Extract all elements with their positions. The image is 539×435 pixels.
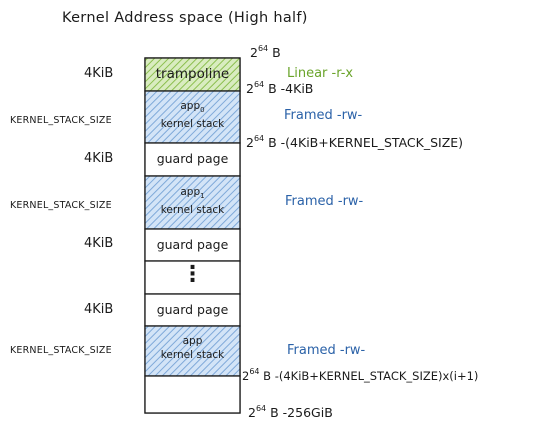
perm-stack2: Framed -rw- — [287, 343, 366, 358]
stack1-label-bottom: kernel stack — [160, 204, 225, 217]
trampoline-label: trampoline — [155, 66, 230, 82]
addr-bottom-base: 2 — [248, 405, 256, 420]
guard2-label: guard page — [156, 302, 229, 317]
size-trampoline: 4KiB — [84, 66, 114, 81]
addr-bottom-exp: 64 — [255, 404, 267, 413]
size-stack2: KERNEL_STACK_SIZE — [10, 345, 112, 356]
addr-stack0-bottom: 264 B -(4KiB+KERNEL_STACK_SIZE) — [246, 134, 463, 150]
addr-minus4k: 264 B -4KiB — [246, 80, 313, 96]
stack0-index: 0 — [200, 106, 205, 115]
addr-stacki-bottom-rest: B -(4KiB+KERNEL_STACK_SIZE)x(i+1) — [259, 369, 479, 383]
addr-top-base: 2 — [250, 45, 258, 60]
addr-top-exp: 64 — [257, 44, 269, 53]
ellipsis-block — [144, 260, 241, 295]
guard1-label: guard page — [156, 237, 229, 252]
stack2-block — [144, 325, 241, 377]
stack0-label: app0 kernel stack — [145, 99, 240, 131]
free-space-block — [144, 375, 241, 414]
stack1-label: app1 kernel stack — [145, 185, 240, 217]
stack1-index: 1 — [200, 192, 205, 201]
size-stack1: KERNEL_STACK_SIZE — [10, 200, 112, 211]
addr-stack0-bottom-exp: 64 — [253, 134, 265, 143]
addr-top: 264 B — [250, 44, 281, 60]
addr-bottom: 264 B -256GiB — [248, 404, 333, 420]
addr-top-rest: B — [268, 45, 281, 60]
stack2-label: app kernel stack — [145, 334, 240, 362]
stack1-block — [144, 175, 241, 230]
size-guard1: 4KiB — [84, 236, 114, 251]
addr-minus4k-exp: 64 — [253, 80, 265, 89]
stack2-label-bottom: kernel stack — [160, 349, 225, 361]
diagram-title: Kernel Address space (High half) — [62, 10, 308, 26]
guard0-label: guard page — [156, 151, 229, 166]
perm-trampoline: Linear -r-x — [287, 66, 354, 81]
addr-stacki-bottom-exp: 64 — [249, 367, 260, 376]
addr-stack0-bottom-base: 2 — [246, 135, 254, 150]
addr-bottom-rest: B -256GiB — [266, 405, 333, 420]
ellipsis-dots: ⋮ — [181, 262, 204, 287]
perm-stack1: Framed -rw- — [285, 194, 364, 209]
addr-stacki-bottom-base: 2 — [242, 369, 250, 383]
addr-minus4k-base: 2 — [246, 81, 254, 96]
size-guard0: 4KiB — [84, 151, 114, 166]
addr-stacki-bottom: 264 B -(4KiB+KERNEL_STACK_SIZE)x(i+1) — [242, 367, 478, 383]
stack0-label-top: app — [180, 100, 201, 112]
stack2-label-top: app — [182, 335, 203, 347]
size-stack0: KERNEL_STACK_SIZE — [10, 115, 112, 126]
guard2-block — [144, 293, 241, 327]
stack1-label-top: app — [180, 186, 201, 198]
size-guard2: 4KiB — [84, 302, 114, 317]
stack0-label-bottom: kernel stack — [160, 118, 225, 131]
perm-stack0: Framed -rw- — [284, 108, 363, 123]
addr-stack0-bottom-rest: B -(4KiB+KERNEL_STACK_SIZE) — [264, 135, 464, 150]
addr-minus4k-rest: B -4KiB — [264, 81, 314, 96]
guard0-block — [144, 142, 241, 177]
stack0-block — [144, 90, 241, 144]
